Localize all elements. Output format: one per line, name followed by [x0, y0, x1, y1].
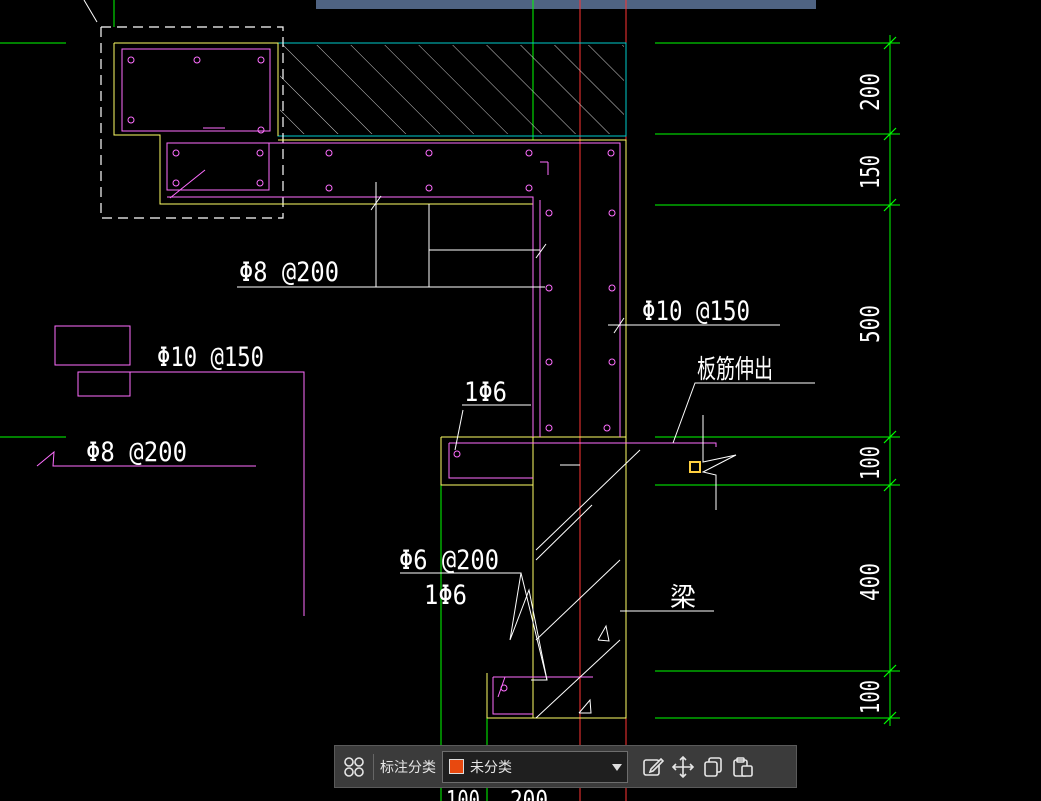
- toolbar-separator: [373, 753, 374, 780]
- category-label: 标注分类: [380, 759, 436, 776]
- dimension-texts: 200 150 500 100 400 100 100 200: [446, 73, 886, 801]
- dim-100-lower[interactable]: 100: [856, 680, 886, 714]
- rebar-label-left-lower[interactable]: Φ8 @200: [86, 437, 187, 468]
- category-value: 未分类: [470, 759, 512, 776]
- dim-bottom-right[interactable]: 200: [510, 786, 548, 801]
- dim-bottom-left[interactable]: 100: [446, 786, 480, 801]
- category-dropdown[interactable]: 未分类: [442, 750, 628, 783]
- annotations: Φ8 @200 Φ10 @150 Φ10 @150 Φ8 @200 1Φ6 板筋…: [86, 257, 773, 613]
- rebar-dots: [127, 56, 616, 692]
- rebar-label-left[interactable]: Φ10 @150: [157, 342, 264, 373]
- annotation-category-toolbar: 标注分类 未分类: [334, 745, 797, 788]
- copy-button[interactable]: [698, 752, 728, 782]
- chevron-down-icon: [612, 763, 622, 771]
- single-bar-label-upper[interactable]: 1Φ6: [464, 377, 507, 408]
- copy-icon: [704, 756, 722, 777]
- paste-icon: [733, 756, 753, 777]
- rebar-label-top-left[interactable]: Φ8 @200: [239, 257, 339, 288]
- edit-button[interactable]: [638, 752, 668, 782]
- column-dashed-outline: [100, 26, 284, 219]
- slab-hatch: [280, 45, 624, 134]
- beam-label[interactable]: 梁: [670, 583, 696, 613]
- white-leaders: [83, 0, 815, 719]
- slab-bar-extend-label[interactable]: 板筋伸出: [697, 355, 773, 385]
- paste-button[interactable]: [728, 752, 758, 782]
- category-color-swatch: [449, 759, 464, 774]
- top-band: [316, 0, 816, 9]
- dimension-ticks: [883, 36, 897, 725]
- selected-grip[interactable]: [689, 461, 701, 473]
- single-bar-label-lower[interactable]: 1Φ6: [424, 580, 467, 611]
- move-button[interactable]: [668, 752, 698, 782]
- grid-apps-icon: [344, 756, 364, 777]
- yellow-section-outline: [113, 42, 627, 719]
- edit-icon: [643, 757, 665, 776]
- stirrup-label-lower[interactable]: Φ6 @200: [399, 545, 499, 576]
- dim-200[interactable]: 200: [856, 73, 886, 111]
- dim-400[interactable]: 400: [856, 563, 886, 601]
- magenta-rebar: [36, 48, 717, 715]
- move-icon: [671, 755, 695, 778]
- dim-100-upper[interactable]: 100: [856, 446, 886, 480]
- rebar-label-mid-right[interactable]: Φ10 @150: [642, 296, 750, 327]
- dim-500[interactable]: 500: [856, 305, 886, 343]
- grid-apps-button[interactable]: [339, 752, 369, 782]
- dim-150[interactable]: 150: [856, 155, 886, 189]
